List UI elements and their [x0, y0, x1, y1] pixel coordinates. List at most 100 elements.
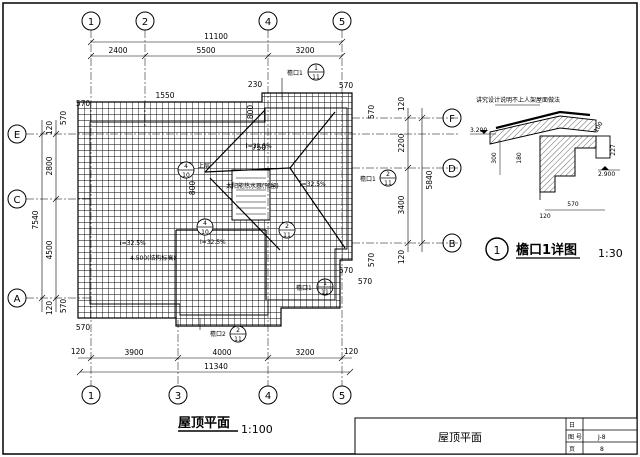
detail-scale: 1:30	[598, 247, 623, 260]
dim-left-end: 120	[45, 121, 54, 136]
detail-note: 讲究设计说明不上人架屋面做法	[476, 96, 560, 104]
detail-title-number: 1	[494, 244, 501, 257]
detail-dim: 227	[610, 144, 617, 156]
dim-misc: 800	[246, 105, 255, 120]
callout-eave1-right: 檐口1 1 11	[296, 278, 334, 296]
stair-opening	[231, 169, 271, 221]
svg-text:1: 1	[323, 280, 327, 287]
dim-top-part: 2400	[108, 46, 127, 55]
svg-text:D: D	[448, 164, 456, 175]
detail-dim: 570	[567, 201, 579, 208]
axis-bubble: 1	[81, 385, 101, 405]
title-block-row-value: J-8	[597, 434, 606, 441]
axis-bubble: B	[442, 233, 462, 253]
title-block: 屋顶平面 日 图 号 J-8 页 8	[354, 417, 638, 455]
svg-text:4: 4	[184, 163, 188, 170]
dim-left-part: 4500	[45, 240, 54, 259]
detail-dim: 100	[593, 120, 605, 134]
svg-text:11: 11	[283, 232, 291, 239]
svg-text:C: C	[14, 195, 21, 206]
title-block-row-label: 日	[569, 422, 575, 429]
slope-label: i=32.5%	[200, 239, 226, 246]
dim-left-part: 2800	[45, 156, 54, 175]
axis-bubble: 1	[81, 11, 101, 31]
dim-bottom-part: 4000	[212, 348, 231, 357]
svg-text:11: 11	[321, 289, 329, 296]
detail-elev-top: 3.200	[470, 127, 487, 134]
dim-bottom-total: 11340	[204, 362, 228, 371]
slope-label: i=32.5%	[120, 240, 146, 247]
dim-right-total: 5840	[425, 170, 434, 189]
dim-right-end: 120	[397, 97, 406, 112]
callout-eave1-side: 檐口1 2 11	[360, 169, 397, 187]
dim-right-offset: 570	[367, 253, 376, 268]
callout-eave1-top: 檐口1 1 11	[281, 63, 325, 100]
dim-left-offset: 570	[59, 299, 68, 314]
dim-bottom-part: 3200	[295, 348, 314, 357]
detail-title: 檐口1详图	[516, 242, 577, 258]
axis-bubble: 5	[332, 11, 352, 31]
dimensions-right	[404, 108, 426, 252]
axis-bubble: 4	[258, 11, 278, 31]
axis-bubble: D	[442, 158, 462, 178]
dim-misc: 1550	[155, 91, 174, 100]
dim-left-offset: 570	[59, 111, 68, 126]
dim-top-total: 11100	[204, 32, 228, 41]
svg-text:1: 1	[88, 17, 94, 28]
dim-misc: 230	[248, 80, 263, 89]
dimensions-left	[38, 120, 60, 312]
dim-top-part: 3200	[295, 46, 314, 55]
dim-left-end: 120	[45, 301, 54, 316]
slope-label: i=32.5%	[246, 143, 272, 150]
dim-bottom-end: 120	[344, 347, 359, 356]
detail-dim: 180	[516, 152, 523, 164]
dim-misc: 570	[76, 99, 91, 108]
callout-detail-4-10-a: 4 10	[177, 161, 195, 179]
svg-text:檐口1: 檐口1	[296, 284, 312, 292]
dim-right-offset: 570	[367, 105, 376, 120]
upper-roof-label: 上层	[198, 162, 210, 170]
dim-misc: 750	[252, 143, 267, 152]
axis-bubble: F	[442, 108, 462, 128]
grid-bubbles-top: 1 2 4 5	[81, 11, 352, 31]
grid-bubbles-bottom: 1 3 4 5	[81, 385, 352, 405]
svg-text:4: 4	[203, 220, 207, 227]
detail-dim: 300	[491, 152, 498, 164]
dimensions-top	[87, 38, 346, 60]
dim-left-total: 7540	[31, 210, 40, 229]
svg-text:1: 1	[88, 391, 94, 402]
svg-text:2: 2	[236, 327, 240, 334]
eave-detail: 讲究设计说明不上人架屋面做法 3.200 2.900 300 120 570 1…	[470, 96, 623, 261]
svg-text:檐口2: 檐口2	[210, 330, 226, 338]
roof-plan	[77, 92, 353, 327]
svg-text:E: E	[14, 130, 20, 141]
axis-bubble: A	[7, 288, 27, 308]
title-block-title: 屋顶平面	[438, 431, 482, 444]
dim-misc: 570	[358, 277, 373, 286]
callout-detail-4-10-b: 4 10	[196, 218, 214, 236]
svg-text:4: 4	[265, 391, 271, 402]
svg-text:2: 2	[386, 171, 390, 178]
svg-text:5: 5	[339, 17, 345, 28]
svg-text:B: B	[449, 239, 456, 250]
dim-bottom-offset: 570	[76, 323, 91, 332]
grid-bubbles-left: E C A	[7, 124, 27, 308]
slope-label: i=32.5%	[300, 181, 326, 188]
svg-text:10: 10	[201, 229, 209, 236]
dim-bottom-part: 3900	[124, 348, 143, 357]
svg-text:11: 11	[234, 336, 242, 343]
stair-treads	[236, 177, 266, 215]
svg-text:10: 10	[182, 172, 190, 179]
axis-bubble: 2	[135, 11, 155, 31]
dim-top-part: 5500	[196, 46, 215, 55]
svg-text:3: 3	[175, 391, 181, 402]
plan-scale: 1:100	[241, 423, 273, 436]
svg-text:2: 2	[285, 223, 289, 230]
axis-bubble: 5	[332, 385, 352, 405]
grid-lines	[26, 30, 460, 386]
svg-text:4: 4	[265, 17, 271, 28]
title-block-row-value: 8	[600, 446, 604, 453]
svg-text:檐口1: 檐口1	[360, 175, 376, 183]
